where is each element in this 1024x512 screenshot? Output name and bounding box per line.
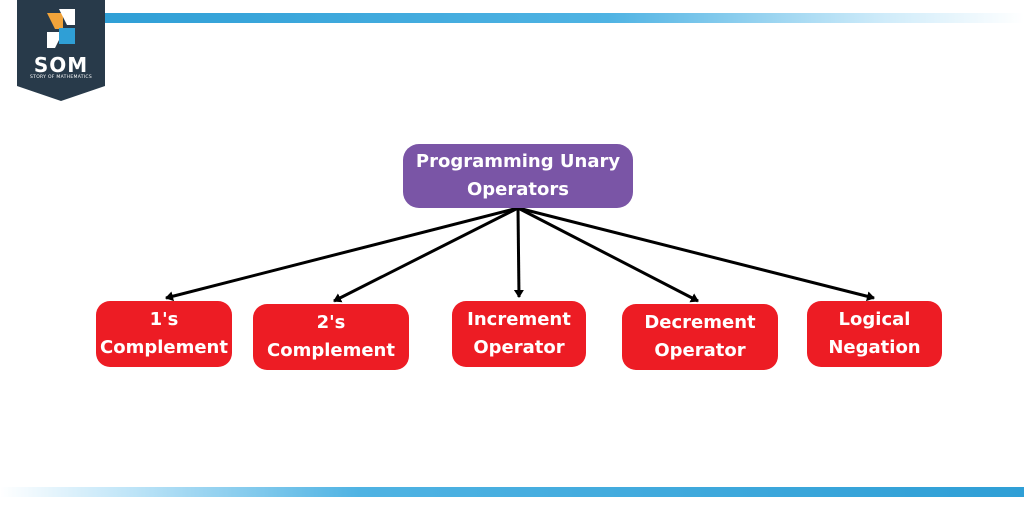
node-increment-operator: Increment Operator xyxy=(452,301,586,367)
som-logo: SOM STORY OF MATHEMATICS xyxy=(17,0,105,101)
bottom-accent-bar xyxy=(0,487,1024,497)
node-logical-negation: Logical Negation xyxy=(807,301,942,367)
edge-root-to-logical-negation xyxy=(517,206,875,302)
edge-root-to-decrement-operator xyxy=(517,206,699,303)
top-accent-bar xyxy=(100,13,1024,23)
logo-tagline: STORY OF MATHEMATICS xyxy=(30,75,92,80)
logo-abbreviation: SOM xyxy=(33,53,89,77)
node-2s-complement: 2's Complement xyxy=(253,304,409,370)
node-1s-complement: 1's Complement xyxy=(96,301,232,367)
som-logo-icon xyxy=(47,9,75,48)
logo-badge xyxy=(17,0,105,101)
edge-root-to-increment-operator xyxy=(513,207,524,298)
node-decrement-operator: Decrement Operator xyxy=(622,304,778,370)
edge-root-to-1s-complement xyxy=(165,206,519,302)
root-node-programming-unary-operators: Programming Unary Operators xyxy=(403,144,633,208)
edge-root-to-2s-complement xyxy=(333,206,519,303)
